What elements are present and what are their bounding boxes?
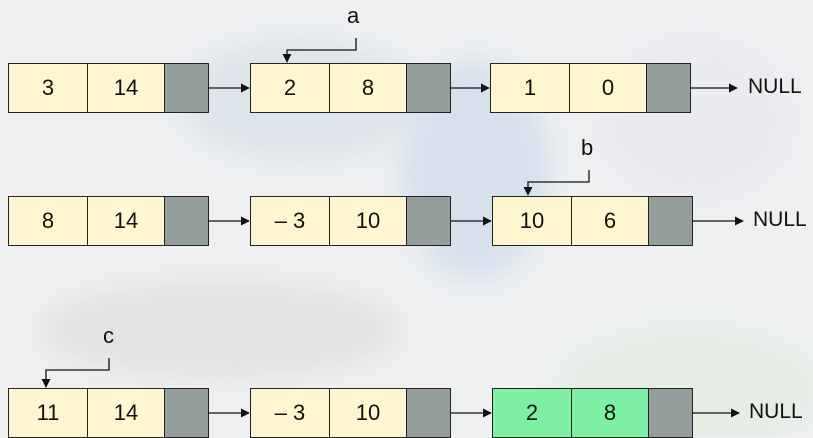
pointer-c-arrow xyxy=(46,358,109,387)
pointer-b-arrow xyxy=(528,170,589,195)
pointer-a-arrow xyxy=(287,38,356,62)
